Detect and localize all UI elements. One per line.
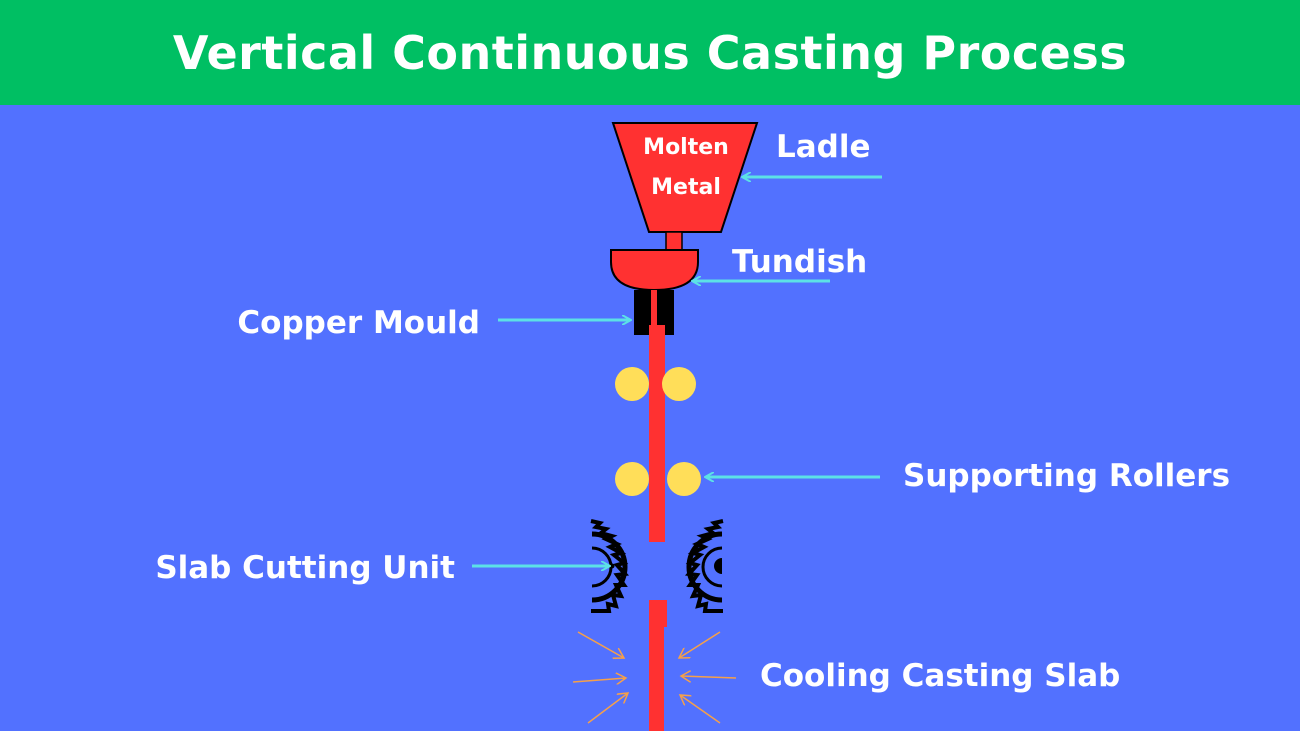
page-title: Vertical Continuous Casting Process [172, 25, 1128, 80]
molten-label-line2: Metal [651, 175, 721, 200]
copper-mould [634, 290, 674, 335]
tundish-label: Tundish [732, 244, 867, 280]
ladle-nozzle [665, 231, 683, 252]
inward-arrow-icon [587, 693, 628, 724]
supporting-rollers-label: Supporting Rollers [903, 458, 1230, 494]
copper-mould-label: Copper Mould [237, 305, 480, 341]
supporting-rollers [615, 367, 701, 496]
inward-arrow-icon [680, 695, 721, 724]
cooling-casting-slab-label: Cooling Casting Slab [760, 658, 1120, 694]
title-banner: Vertical Continuous Casting Process [0, 0, 1300, 105]
inward-arrow-icon [577, 631, 624, 658]
circular-saw-blade-icon-right [684, 519, 724, 613]
molten-label-line1: Molten [643, 135, 729, 160]
inward-arrow-icon [681, 676, 737, 678]
tundish [610, 249, 699, 292]
slab-cutting-unit-label: Slab Cutting Unit [155, 550, 455, 586]
ladle-label: Ladle [776, 129, 871, 165]
inward-arrow-icon [572, 678, 626, 682]
ladle: Molten Metal [611, 122, 759, 233]
cooling-arrows [572, 631, 737, 724]
slab-strand-lower [649, 600, 667, 731]
slab-strand-upper [649, 325, 665, 542]
inward-arrow-icon [679, 631, 721, 658]
